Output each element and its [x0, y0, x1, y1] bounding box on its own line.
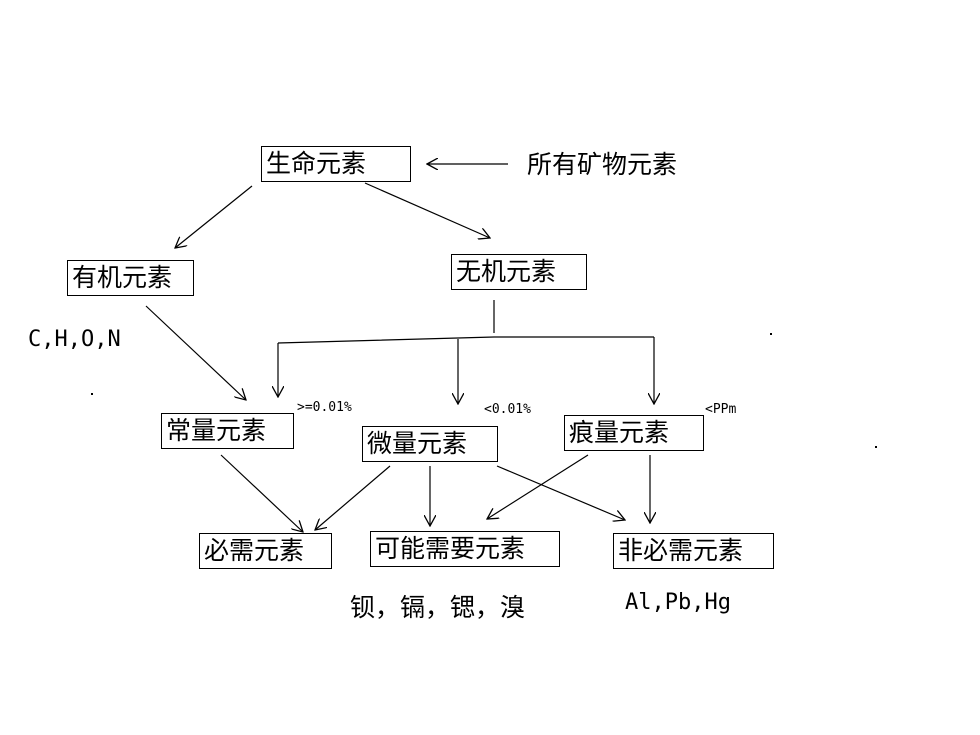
node-all-mineral-elements: 所有矿物元素	[527, 150, 678, 179]
trace-threshold: <PPm	[705, 402, 737, 417]
nonessential-examples: Al,Pb,Hg	[625, 590, 731, 615]
arrow-life-to-organic	[175, 185, 253, 248]
inorganic-branch-bar	[277, 336, 654, 344]
arrow-micro-to-nonessential	[496, 465, 625, 520]
node-organic-elements: 有机元素	[67, 260, 194, 296]
node-essential-elements: 必需元素	[199, 533, 332, 569]
node-trace-elements: 痕量元素	[564, 415, 704, 451]
arrow-trace-to-possibly	[487, 454, 589, 519]
node-macro-elements: 常量元素	[161, 413, 294, 449]
node-life-elements: 生命元素	[261, 146, 411, 182]
micro-threshold: <0.01%	[484, 402, 531, 417]
node-nonessential-elements: 非必需元素	[613, 533, 774, 569]
possibly-needed-examples: 钡，镉，锶，溴	[350, 593, 526, 622]
node-inorganic-elements: 无机元素	[451, 254, 587, 290]
arrow-micro-to-essential	[315, 465, 391, 530]
arrow-organic-to-macro	[145, 305, 246, 400]
node-possibly-needed-elements: 可能需要元素	[370, 531, 560, 567]
arrow-life-to-inorganic	[364, 182, 490, 238]
organic-examples: C,H,O,N	[28, 327, 121, 352]
node-micro-elements: 微量元素	[362, 426, 498, 462]
macro-threshold: >=0.01%	[297, 400, 352, 415]
arrow-macro-to-essential	[220, 454, 303, 532]
